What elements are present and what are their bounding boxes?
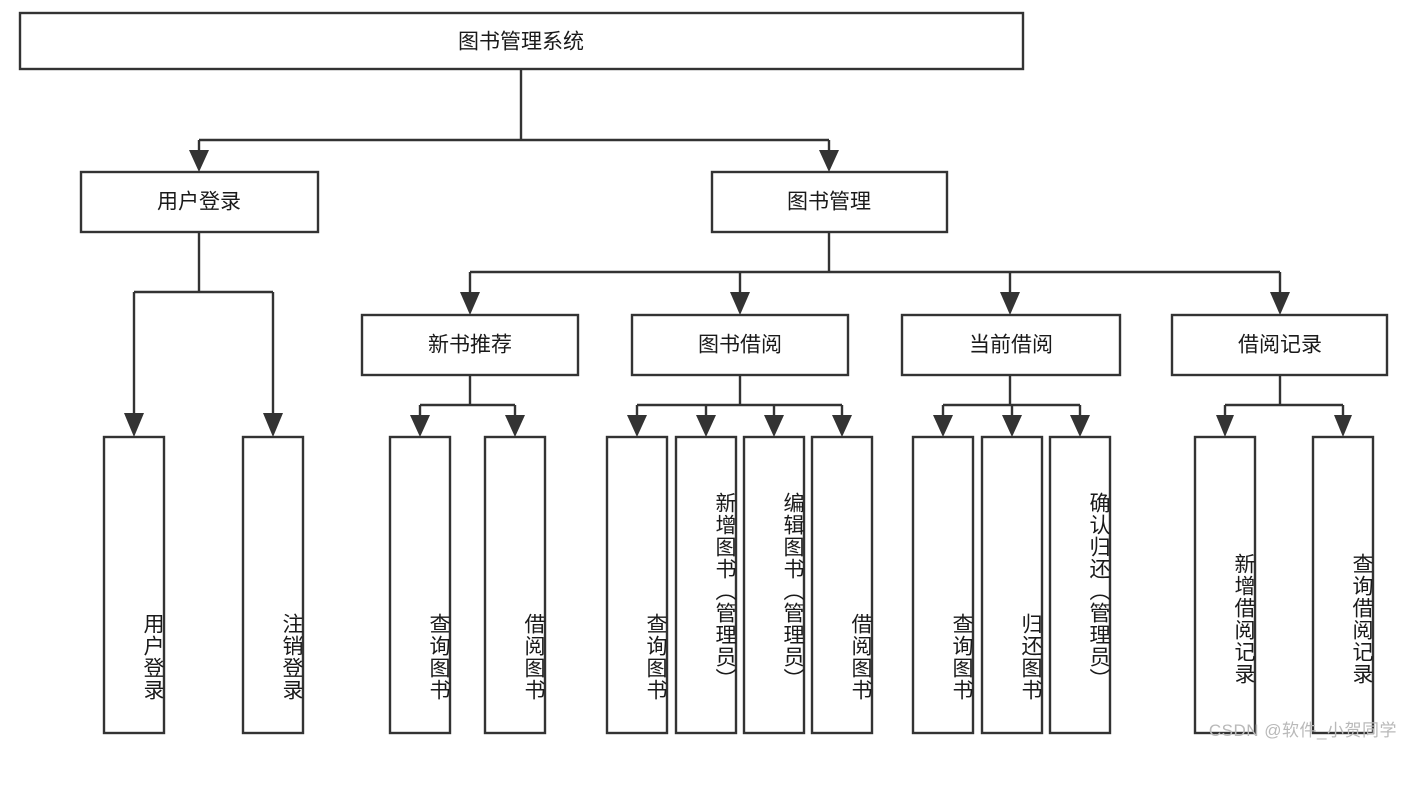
arrow-to-leaf-query-book-3 <box>933 415 953 437</box>
arrow-to-leaf-borrow-book-1 <box>505 415 525 437</box>
node-leaf-query-record-box[interactable] <box>1311 435 1375 735</box>
node-leaf-borrow-book-1-box[interactable] <box>483 435 547 735</box>
arrow-to-leaf-query-book-1 <box>410 415 430 437</box>
node-book-management-box[interactable] <box>710 170 949 234</box>
node-borrow-record[interactable]: 借阅记录 <box>1170 313 1389 377</box>
node-leaf-query-book-3-box[interactable] <box>911 435 975 735</box>
node-leaf-query-book-2-box[interactable] <box>605 435 669 735</box>
node-root[interactable]: 图书管理系统 <box>18 11 1025 71</box>
node-current-borrow-box[interactable] <box>900 313 1122 377</box>
arrow-to-leaf-borrow-book-2 <box>832 415 852 437</box>
arrow-to-leaf-edit-book <box>764 415 784 437</box>
node-leaf-confirm-return-box[interactable] <box>1048 435 1112 735</box>
node-root-label: 图书管理系统 <box>458 31 584 54</box>
connector-user-login-to-leaves <box>124 232 283 437</box>
arrow-to-leaf-user-login <box>124 413 144 437</box>
arrow-to-book-borrow <box>730 292 750 315</box>
node-leaf-logout-box[interactable] <box>241 435 305 735</box>
node-leaf-borrow-book-2-box[interactable] <box>810 435 874 735</box>
node-user-login-box[interactable] <box>79 170 320 234</box>
node-leaf-return-book-box[interactable] <box>980 435 1044 735</box>
arrow-to-leaf-query-book-2 <box>627 415 647 437</box>
arrow-to-book-management <box>819 150 839 172</box>
arrow-to-leaf-logout <box>263 413 283 437</box>
arrow-to-leaf-add-book <box>696 415 716 437</box>
node-root-box[interactable] <box>18 11 1025 71</box>
arrow-to-borrow-record <box>1270 292 1290 315</box>
connector-borrow-record-to-leaves <box>1216 375 1352 437</box>
node-book-management[interactable]: 图书管理 <box>710 170 949 234</box>
node-book-borrow-box[interactable] <box>630 313 850 377</box>
node-book-management-label: 图书管理 <box>787 191 871 214</box>
arrow-to-leaf-add-record <box>1216 415 1234 437</box>
node-user-login[interactable]: 用户登录 <box>79 170 320 234</box>
node-new-book-recommend-label: 新书推荐 <box>428 334 512 357</box>
node-borrow-record-label: 借阅记录 <box>1238 334 1322 357</box>
arrow-to-leaf-confirm-return <box>1070 415 1090 437</box>
node-book-borrow-label: 图书借阅 <box>698 334 782 357</box>
node-book-borrow[interactable]: 图书借阅 <box>630 313 850 377</box>
tree-diagram: 图书管理系统 用户登录 图书管理 新书推荐 图书借阅 当前借阅 借阅记录 <box>18 11 1389 735</box>
connector-root-to-level1 <box>189 69 839 172</box>
arrow-to-leaf-query-record <box>1334 415 1352 437</box>
arrow-to-new-book-recommend <box>460 292 480 315</box>
node-user-login-label: 用户登录 <box>157 191 241 214</box>
arrow-to-current-borrow <box>1000 292 1020 315</box>
node-leaf-add-record-box[interactable] <box>1193 435 1257 735</box>
connector-new-book-recommend-to-leaves <box>410 375 525 437</box>
node-leaf-query-book-1-box[interactable] <box>388 435 452 735</box>
node-leaf-edit-book-box[interactable] <box>742 435 806 735</box>
node-borrow-record-box[interactable] <box>1170 313 1389 377</box>
leaf-boxes <box>102 435 1375 735</box>
csdn-watermark: CSDN @软件_小贺同学 <box>1208 721 1397 740</box>
node-current-borrow[interactable]: 当前借阅 <box>900 313 1122 377</box>
arrow-to-leaf-return-book <box>1002 415 1022 437</box>
connector-current-borrow-to-leaves <box>933 375 1090 437</box>
arrow-to-user-login <box>189 150 209 172</box>
node-new-book-recommend-box[interactable] <box>360 313 580 377</box>
connector-book-borrow-to-leaves <box>627 375 852 437</box>
connector-book-management-to-level2 <box>460 232 1290 315</box>
node-leaf-user-login-box[interactable] <box>102 435 166 735</box>
diagram-canvas: 图书管理系统 用户登录 图书管理 新书推荐 图书借阅 当前借阅 借阅记录 <box>18 11 1397 740</box>
node-new-book-recommend[interactable]: 新书推荐 <box>360 313 580 377</box>
node-leaf-add-book-box[interactable] <box>674 435 738 735</box>
node-current-borrow-label: 当前借阅 <box>969 334 1053 357</box>
